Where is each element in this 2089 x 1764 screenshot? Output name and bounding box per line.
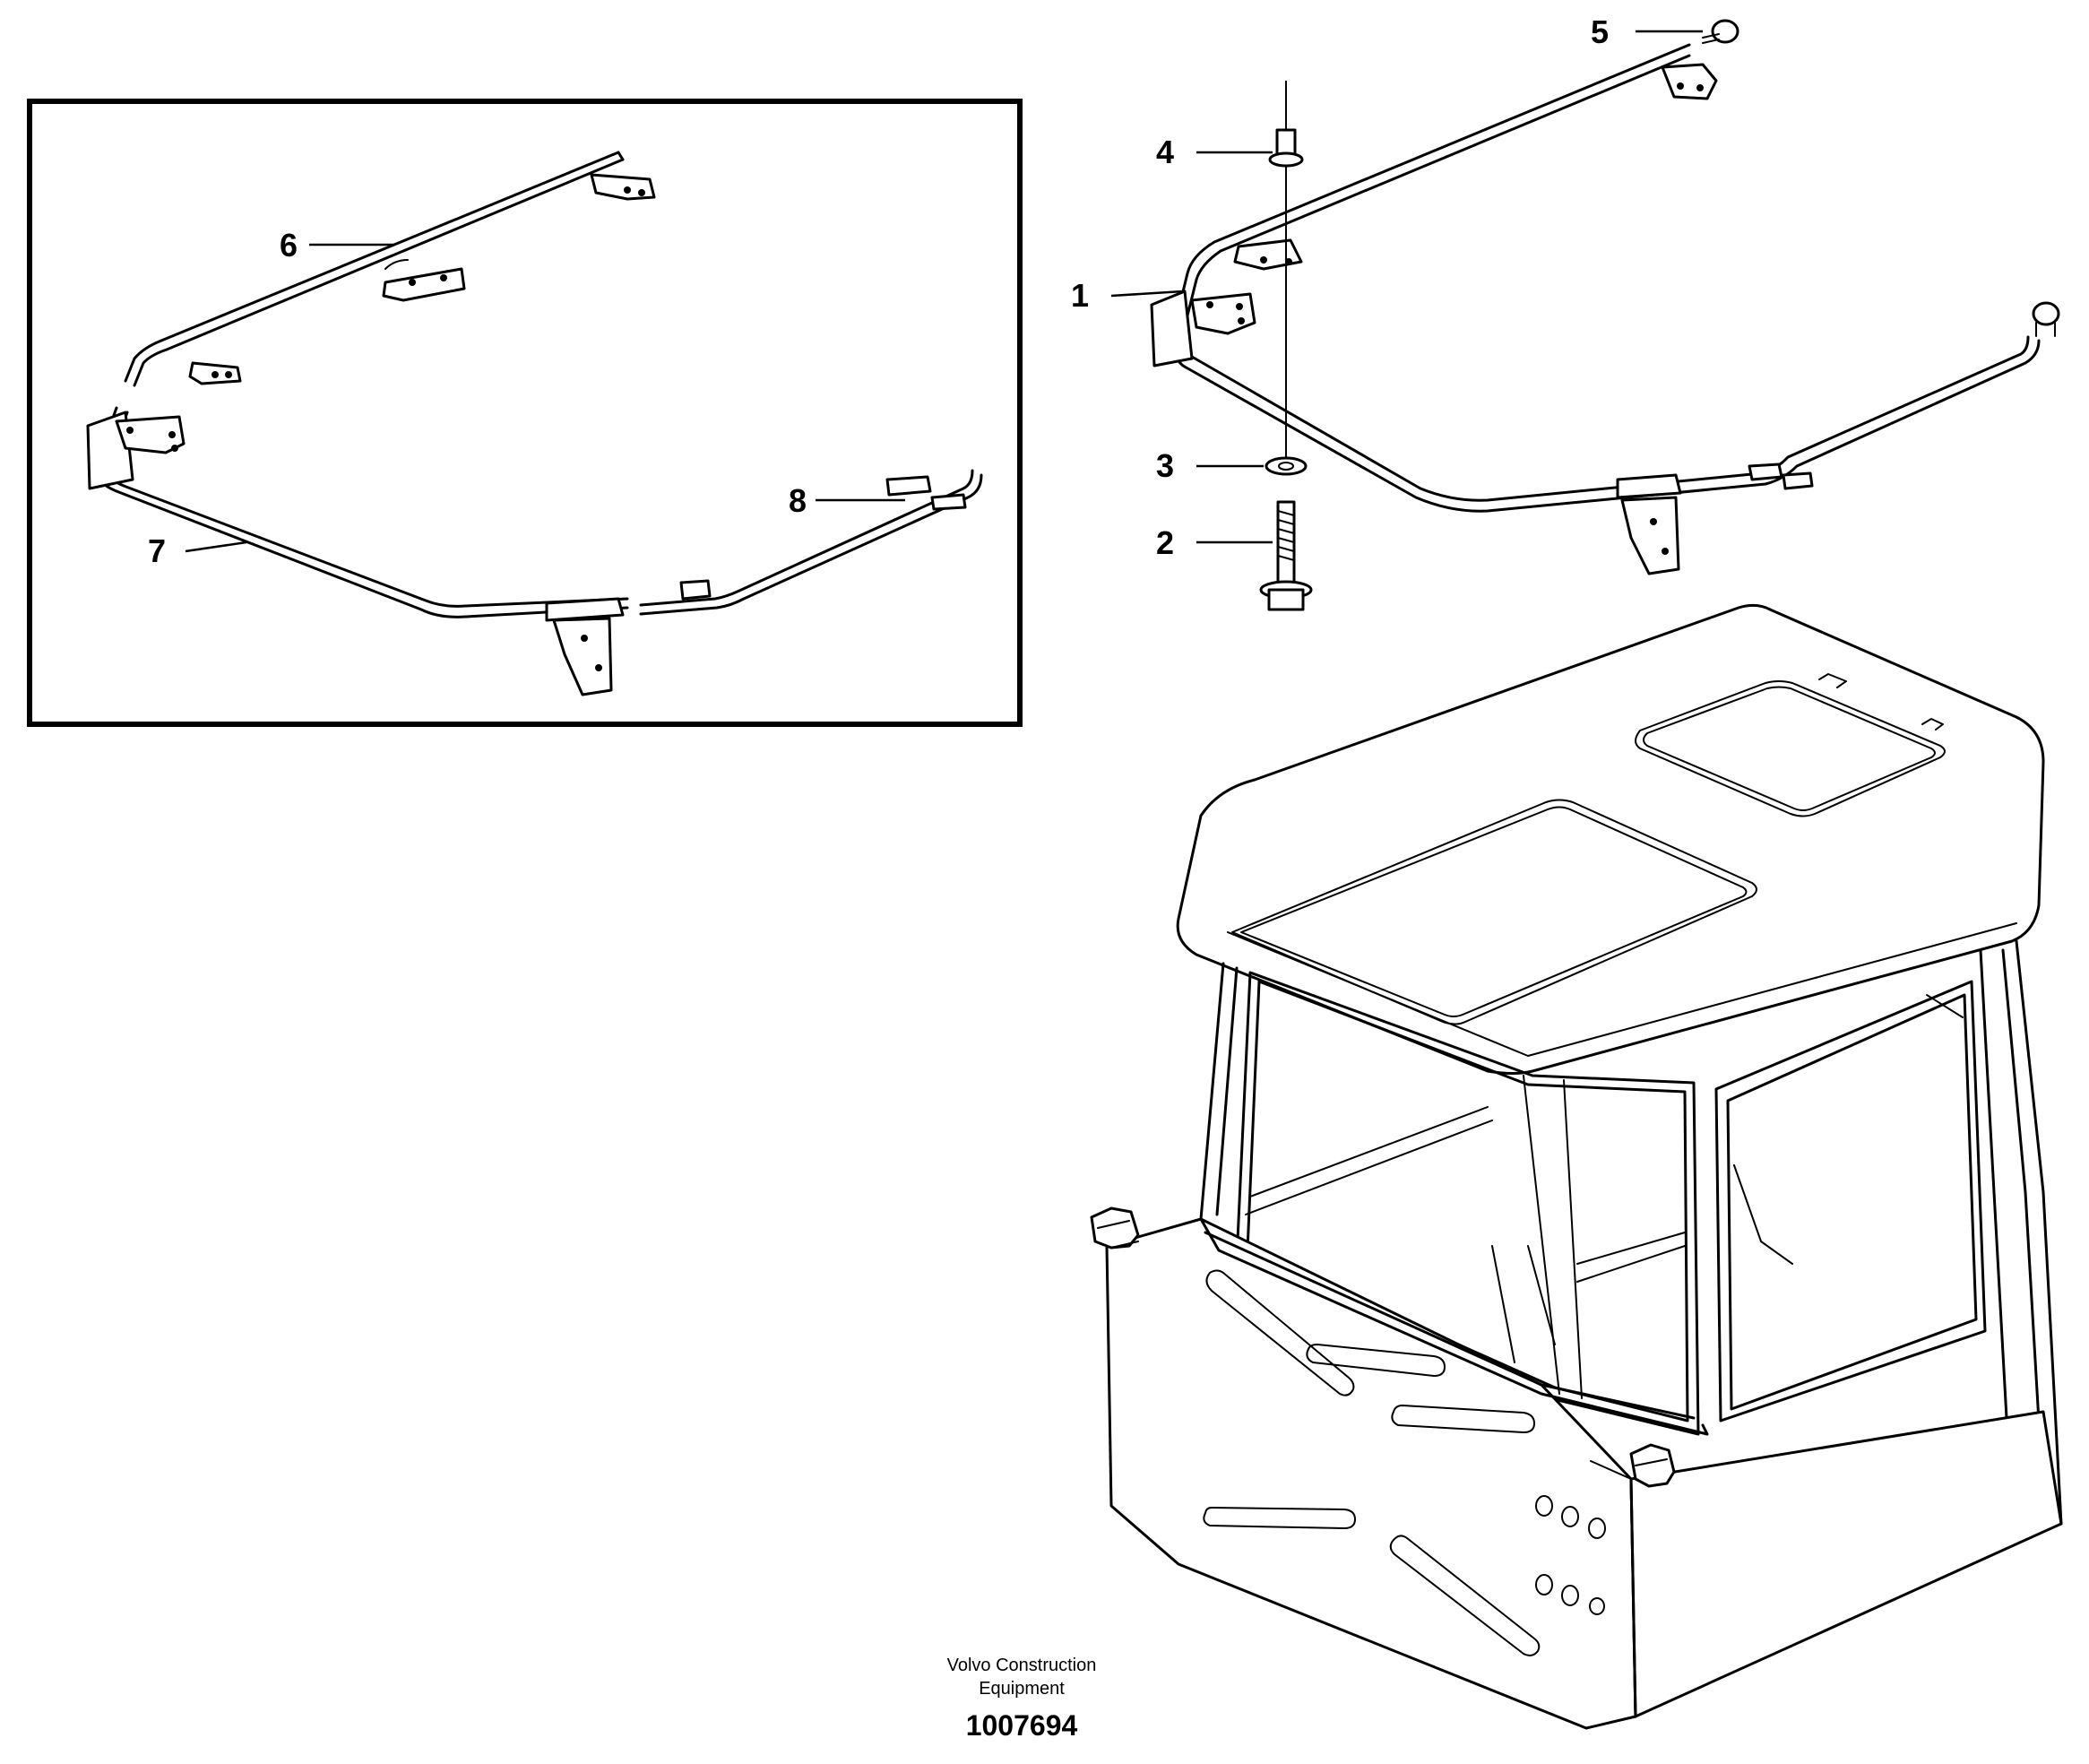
callout-3: 3: [1156, 447, 1174, 484]
rail-part-8: [639, 469, 983, 616]
drawing-number: 1007694: [966, 1709, 1078, 1742]
inset-panel: 6 7 8: [27, 99, 1023, 727]
callout-2: 2: [1156, 524, 1174, 561]
sleeve-part-4: [1268, 128, 1304, 168]
fastener-stack: [1259, 81, 1313, 611]
inset-frame: [27, 99, 1023, 727]
callout-8: 8: [789, 482, 807, 519]
company-name-line2: Equipment: [979, 1679, 1065, 1699]
callout-7: 7: [148, 532, 166, 569]
callout-1: 1: [1071, 277, 1089, 314]
callout-5: 5: [1591, 13, 1609, 50]
rail-part-7: [86, 406, 629, 696]
callout-4: 4: [1156, 134, 1174, 170]
bolt-part-2: [1259, 500, 1313, 611]
cab-illustration: [1090, 603, 2063, 1730]
rail-part-1: [1150, 19, 2060, 575]
company-name-line1: Volvo Construction: [947, 1656, 1097, 1675]
callout-6: 6: [280, 227, 298, 264]
footer: Volvo Construction Equipment 1007694: [947, 1656, 1097, 1742]
washer-part-3: [1265, 456, 1308, 476]
rail-part-6: [124, 151, 656, 387]
